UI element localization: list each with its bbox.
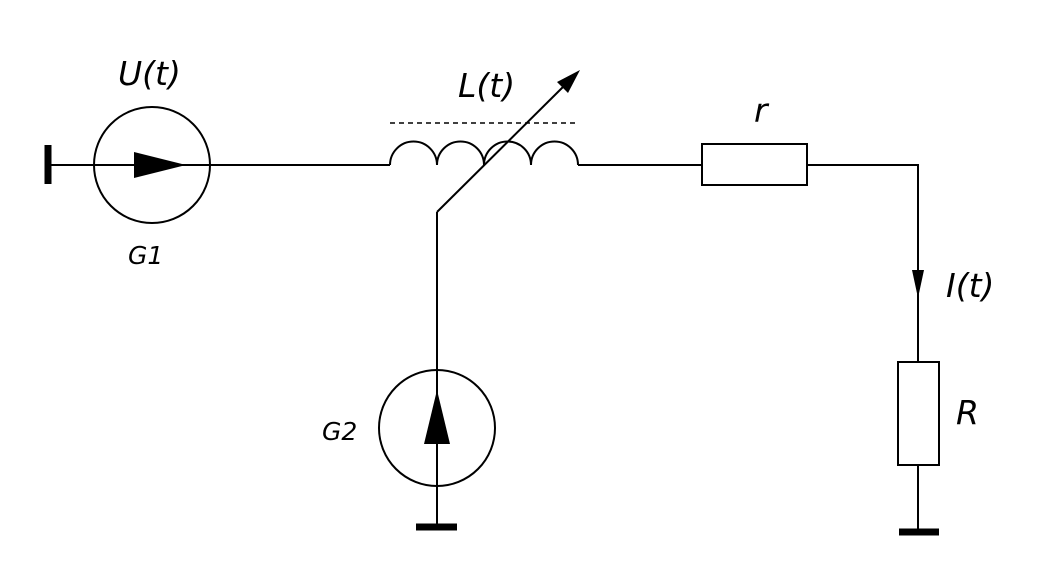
source-g1-arrow bbox=[134, 152, 186, 178]
inductor-coils bbox=[389, 140, 579, 166]
label-l-t: L(t) bbox=[458, 66, 515, 105]
resistor-R bbox=[897, 361, 940, 466]
label-R-large: R bbox=[956, 393, 979, 432]
current-arrow bbox=[912, 270, 924, 298]
inductor-variable-arrow-shaft bbox=[436, 81, 569, 213]
inductor-variable-arrow-head bbox=[557, 70, 580, 93]
label-i-t: I(t) bbox=[946, 266, 994, 305]
wire-r-to-R bbox=[807, 164, 919, 362]
source-g2-arrow bbox=[424, 390, 450, 444]
source-g1 bbox=[93, 106, 211, 224]
label-g2: G2 bbox=[322, 417, 357, 446]
resistor-r bbox=[701, 143, 808, 186]
label-r-small: r bbox=[754, 91, 770, 130]
label-u-t: U(t) bbox=[118, 54, 181, 93]
variable-inductor bbox=[389, 70, 580, 213]
label-g1: G1 bbox=[128, 241, 163, 270]
source-g2 bbox=[378, 369, 496, 487]
